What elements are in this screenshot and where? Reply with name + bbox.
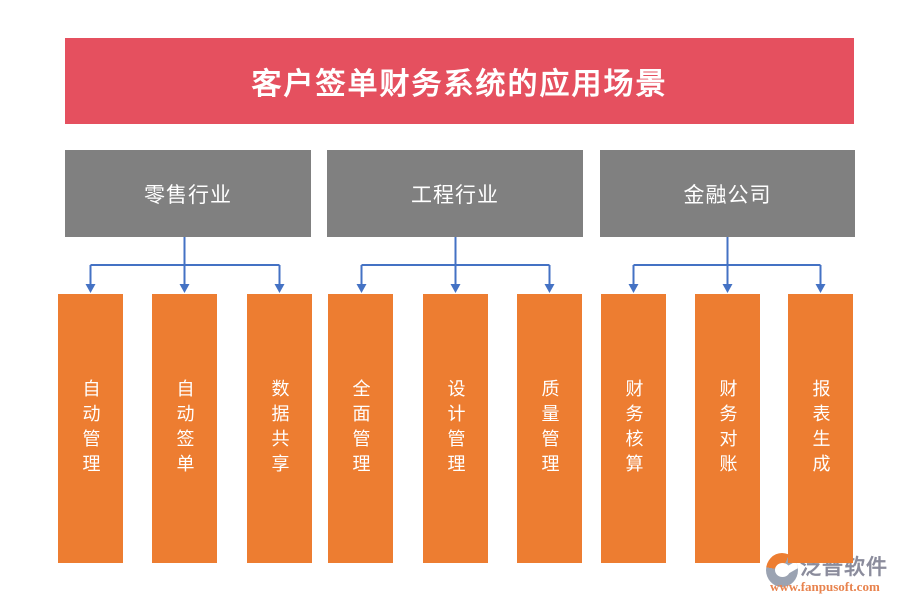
category-label: 金融公司 bbox=[683, 182, 772, 207]
category-label: 零售行业 bbox=[144, 182, 232, 207]
category-box-engineering: 工程行业 bbox=[327, 150, 583, 237]
item-column-auto-sign: 自动签单 bbox=[152, 294, 217, 563]
item-column-quality-manage: 质量管理 bbox=[517, 294, 582, 563]
item-column-full-manage: 全面管理 bbox=[328, 294, 393, 563]
item-label: 财务对账 bbox=[717, 378, 738, 479]
title-banner: 客户签单财务系统的应用场景 bbox=[65, 38, 854, 124]
item-column-auto-manage: 自动管理 bbox=[58, 294, 123, 563]
item-label: 全面管理 bbox=[350, 378, 371, 479]
item-label: 自动管理 bbox=[80, 378, 101, 479]
item-column-data-share: 数据共享 bbox=[247, 294, 312, 563]
logo-url-text: www.fanpusoft.com bbox=[770, 579, 880, 594]
item-label: 自动签单 bbox=[174, 378, 195, 479]
item-column-report-generation: 报表生成 bbox=[788, 294, 853, 563]
item-column-design-manage: 设计管理 bbox=[423, 294, 488, 563]
item-label: 设计管理 bbox=[445, 378, 466, 479]
category-label: 工程行业 bbox=[411, 182, 499, 207]
item-column-financial-accounting: 财务核算 bbox=[601, 294, 666, 563]
item-label: 质量管理 bbox=[539, 378, 560, 479]
page-title: 客户签单财务系统的应用场景 bbox=[251, 68, 668, 101]
category-box-retail: 零售行业 bbox=[65, 150, 311, 237]
item-label: 财务核算 bbox=[623, 378, 644, 479]
category-box-finance: 金融公司 bbox=[600, 150, 855, 237]
item-label: 数据共享 bbox=[269, 378, 290, 479]
item-label: 报表生成 bbox=[810, 378, 831, 479]
item-column-financial-reconciliation: 财务对账 bbox=[695, 294, 760, 563]
